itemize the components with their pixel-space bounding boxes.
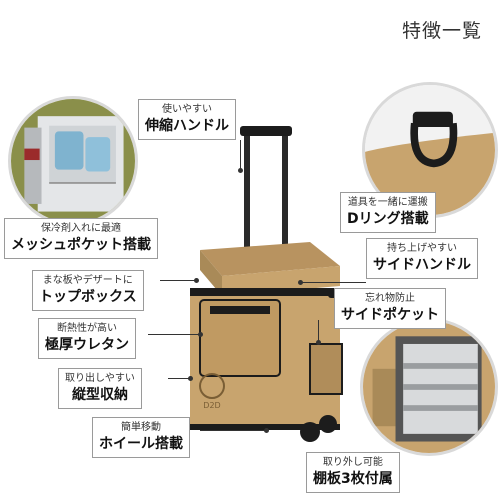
callout-d-ring: 道具を一緒に運搬 Dリング搭載 [340, 192, 436, 233]
callout-sub: 取り出しやすい [65, 373, 135, 384]
callout-sub: 道具を一緒に運搬 [347, 197, 428, 208]
callout-mesh-pocket: 保冷剤入れに最適 メッシュポケット搭載 [4, 218, 158, 259]
callout-top-box: まな板やデザートに トップボックス [32, 270, 144, 311]
callout-sub: 保冷剤入れに最適 [41, 223, 121, 234]
callout-main: 伸縮ハンドル [145, 118, 229, 134]
callout-main: 縦型収納 [71, 387, 128, 403]
callout-sub: 簡単移動 [121, 422, 161, 433]
callout-side-pocket: 忘れ物防止 サイドポケット [334, 288, 446, 329]
callout-main: Dリング搭載 [347, 211, 429, 227]
callout-main: メッシュポケット搭載 [11, 237, 151, 253]
callout-main: 極厚ウレタン [45, 337, 129, 353]
mesh-pocket-photo [8, 96, 138, 226]
svg-text:D2D: D2D [203, 401, 220, 410]
page-title: 特徴一覧 [401, 20, 482, 42]
callout-wheels: 簡単移動 ホイール搭載 [92, 417, 190, 458]
callout-main: サイドポケット [341, 307, 439, 323]
callout-main: 棚板3枚付属 [313, 471, 393, 487]
callout-main: トップボックス [39, 289, 137, 305]
callout-sub: 取り外し可能 [322, 457, 383, 468]
callout-sub: 忘れ物防止 [365, 293, 415, 304]
callout-vertical-storage: 取り出しやすい 縦型収納 [58, 368, 142, 409]
callout-sub: 持ち上げやすい [387, 243, 457, 254]
callout-side-handle: 持ち上げやすい サイドハンドル [366, 238, 478, 279]
callout-main: サイドハンドル [373, 257, 471, 273]
callout-shelves: 取り外し可能 棚板3枚付属 [306, 452, 400, 493]
callout-urethane: 断熱性が高い 極厚ウレタン [38, 318, 136, 359]
callout-main: ホイール搭載 [99, 436, 183, 452]
callout-sub: 断熱性が高い [57, 323, 117, 334]
shelf-photo [360, 318, 498, 456]
callout-telescopic-handle: 使いやすい 伸縮ハンドル [138, 99, 236, 140]
cooler-product-image: D2D [160, 120, 370, 460]
callout-sub: まな板やデザートに [42, 275, 133, 286]
callout-sub: 使いやすい [162, 104, 212, 115]
